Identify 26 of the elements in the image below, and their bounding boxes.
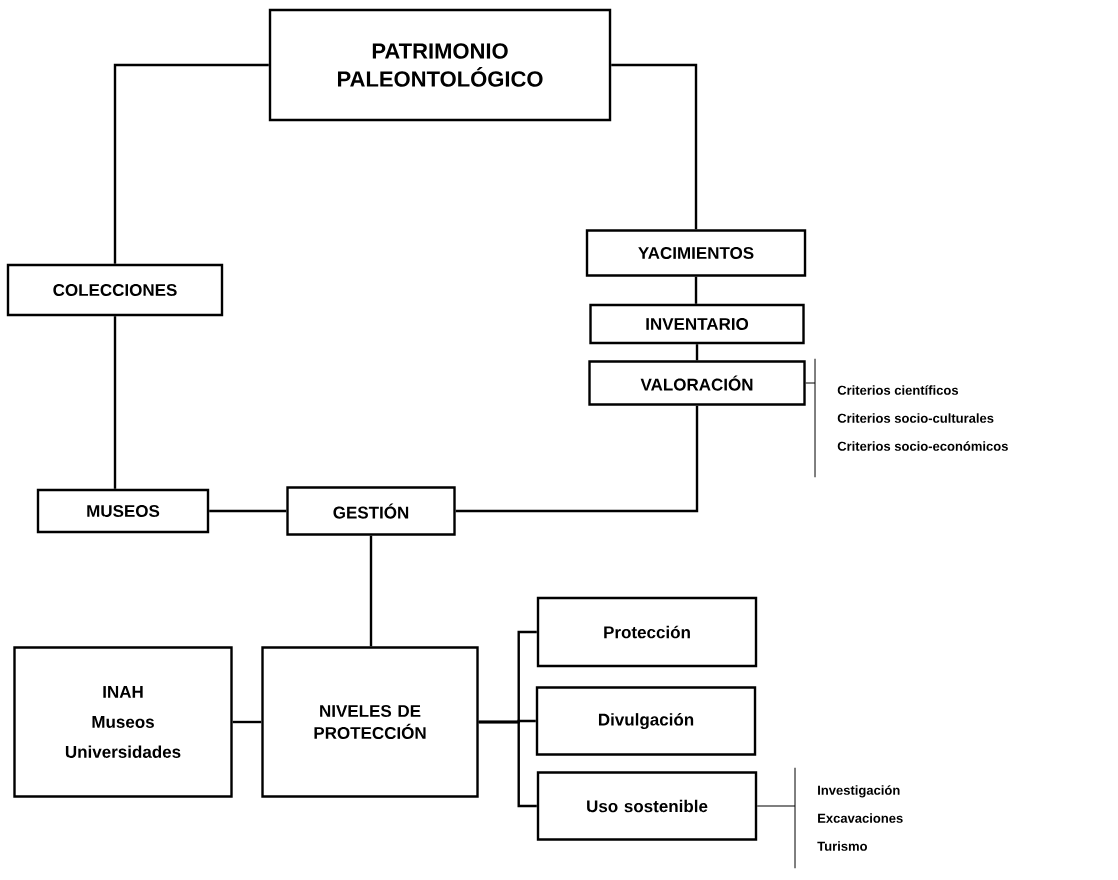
connector-line: [113, 63, 269, 264]
criteria-list: Investigación Excavaciones Turismo: [794, 767, 903, 869]
connector-line: [209, 509, 287, 513]
process-box: MUSEOS: [36, 488, 210, 534]
process-box: PATRIMONIO PALEONTOLÓGICO: [268, 8, 612, 122]
connector-line: [756, 805, 796, 807]
connector-line: [694, 276, 698, 304]
connector-line: [369, 535, 373, 647]
process-box: Divulgación: [535, 686, 757, 756]
process-box: YACIMIENTOS: [585, 229, 807, 277]
process-box: GESTIÓN: [286, 486, 456, 536]
connector-line: [232, 720, 262, 724]
process-box: NIVELES DE PROTECCIÓN: [261, 646, 479, 798]
connector-line: [805, 382, 816, 384]
process-box: VALORACIÓN: [588, 360, 806, 406]
process-box: COLECCIONES: [6, 263, 224, 317]
process-box: INVENTARIO: [589, 303, 805, 345]
criteria-list: Criterios científicos Criterios socio-culturales Criterios socio-económicos: [814, 358, 1008, 478]
connector-line: [478, 720, 537, 808]
connector-line: [611, 63, 698, 230]
connector-line: [695, 344, 699, 361]
connector-line: [113, 316, 117, 489]
process-box: Protección: [536, 596, 758, 668]
process-box: INAH Museos Universidades: [13, 646, 233, 798]
process-box: Uso sostenible: [536, 771, 758, 841]
connector-line: [455, 405, 699, 513]
